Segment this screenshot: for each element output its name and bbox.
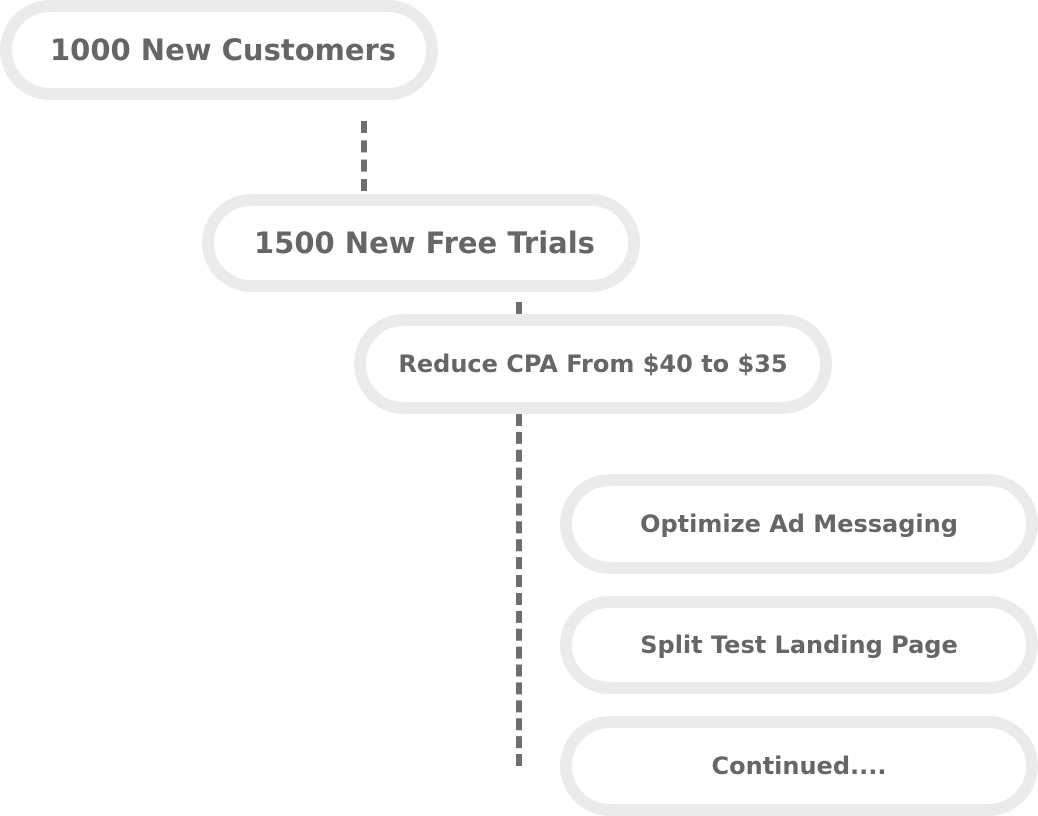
connector-cpa-to-tactics <box>516 414 522 766</box>
node-label: Continued.... <box>711 752 887 780</box>
node-reduce-cpa: Reduce CPA From $40 to $35 <box>354 314 832 414</box>
node-label: Optimize Ad Messaging <box>640 510 958 538</box>
node-label: 1000 New Customers <box>50 33 397 67</box>
node-label: Split Test Landing Page <box>640 631 958 659</box>
node-new-free-trials: 1500 New Free Trials <box>202 194 640 292</box>
node-split-test-landing-page: Split Test Landing Page <box>560 596 1038 694</box>
node-label: Reduce CPA From $40 to $35 <box>398 350 788 378</box>
node-label: 1500 New Free Trials <box>254 226 595 260</box>
connector-customers-to-trials <box>361 121 367 191</box>
node-optimize-ad-messaging: Optimize Ad Messaging <box>560 474 1038 574</box>
node-new-customers: 1000 New Customers <box>0 0 438 100</box>
node-continued: Continued.... <box>560 716 1038 816</box>
connector-trials-to-cpa <box>516 302 522 314</box>
